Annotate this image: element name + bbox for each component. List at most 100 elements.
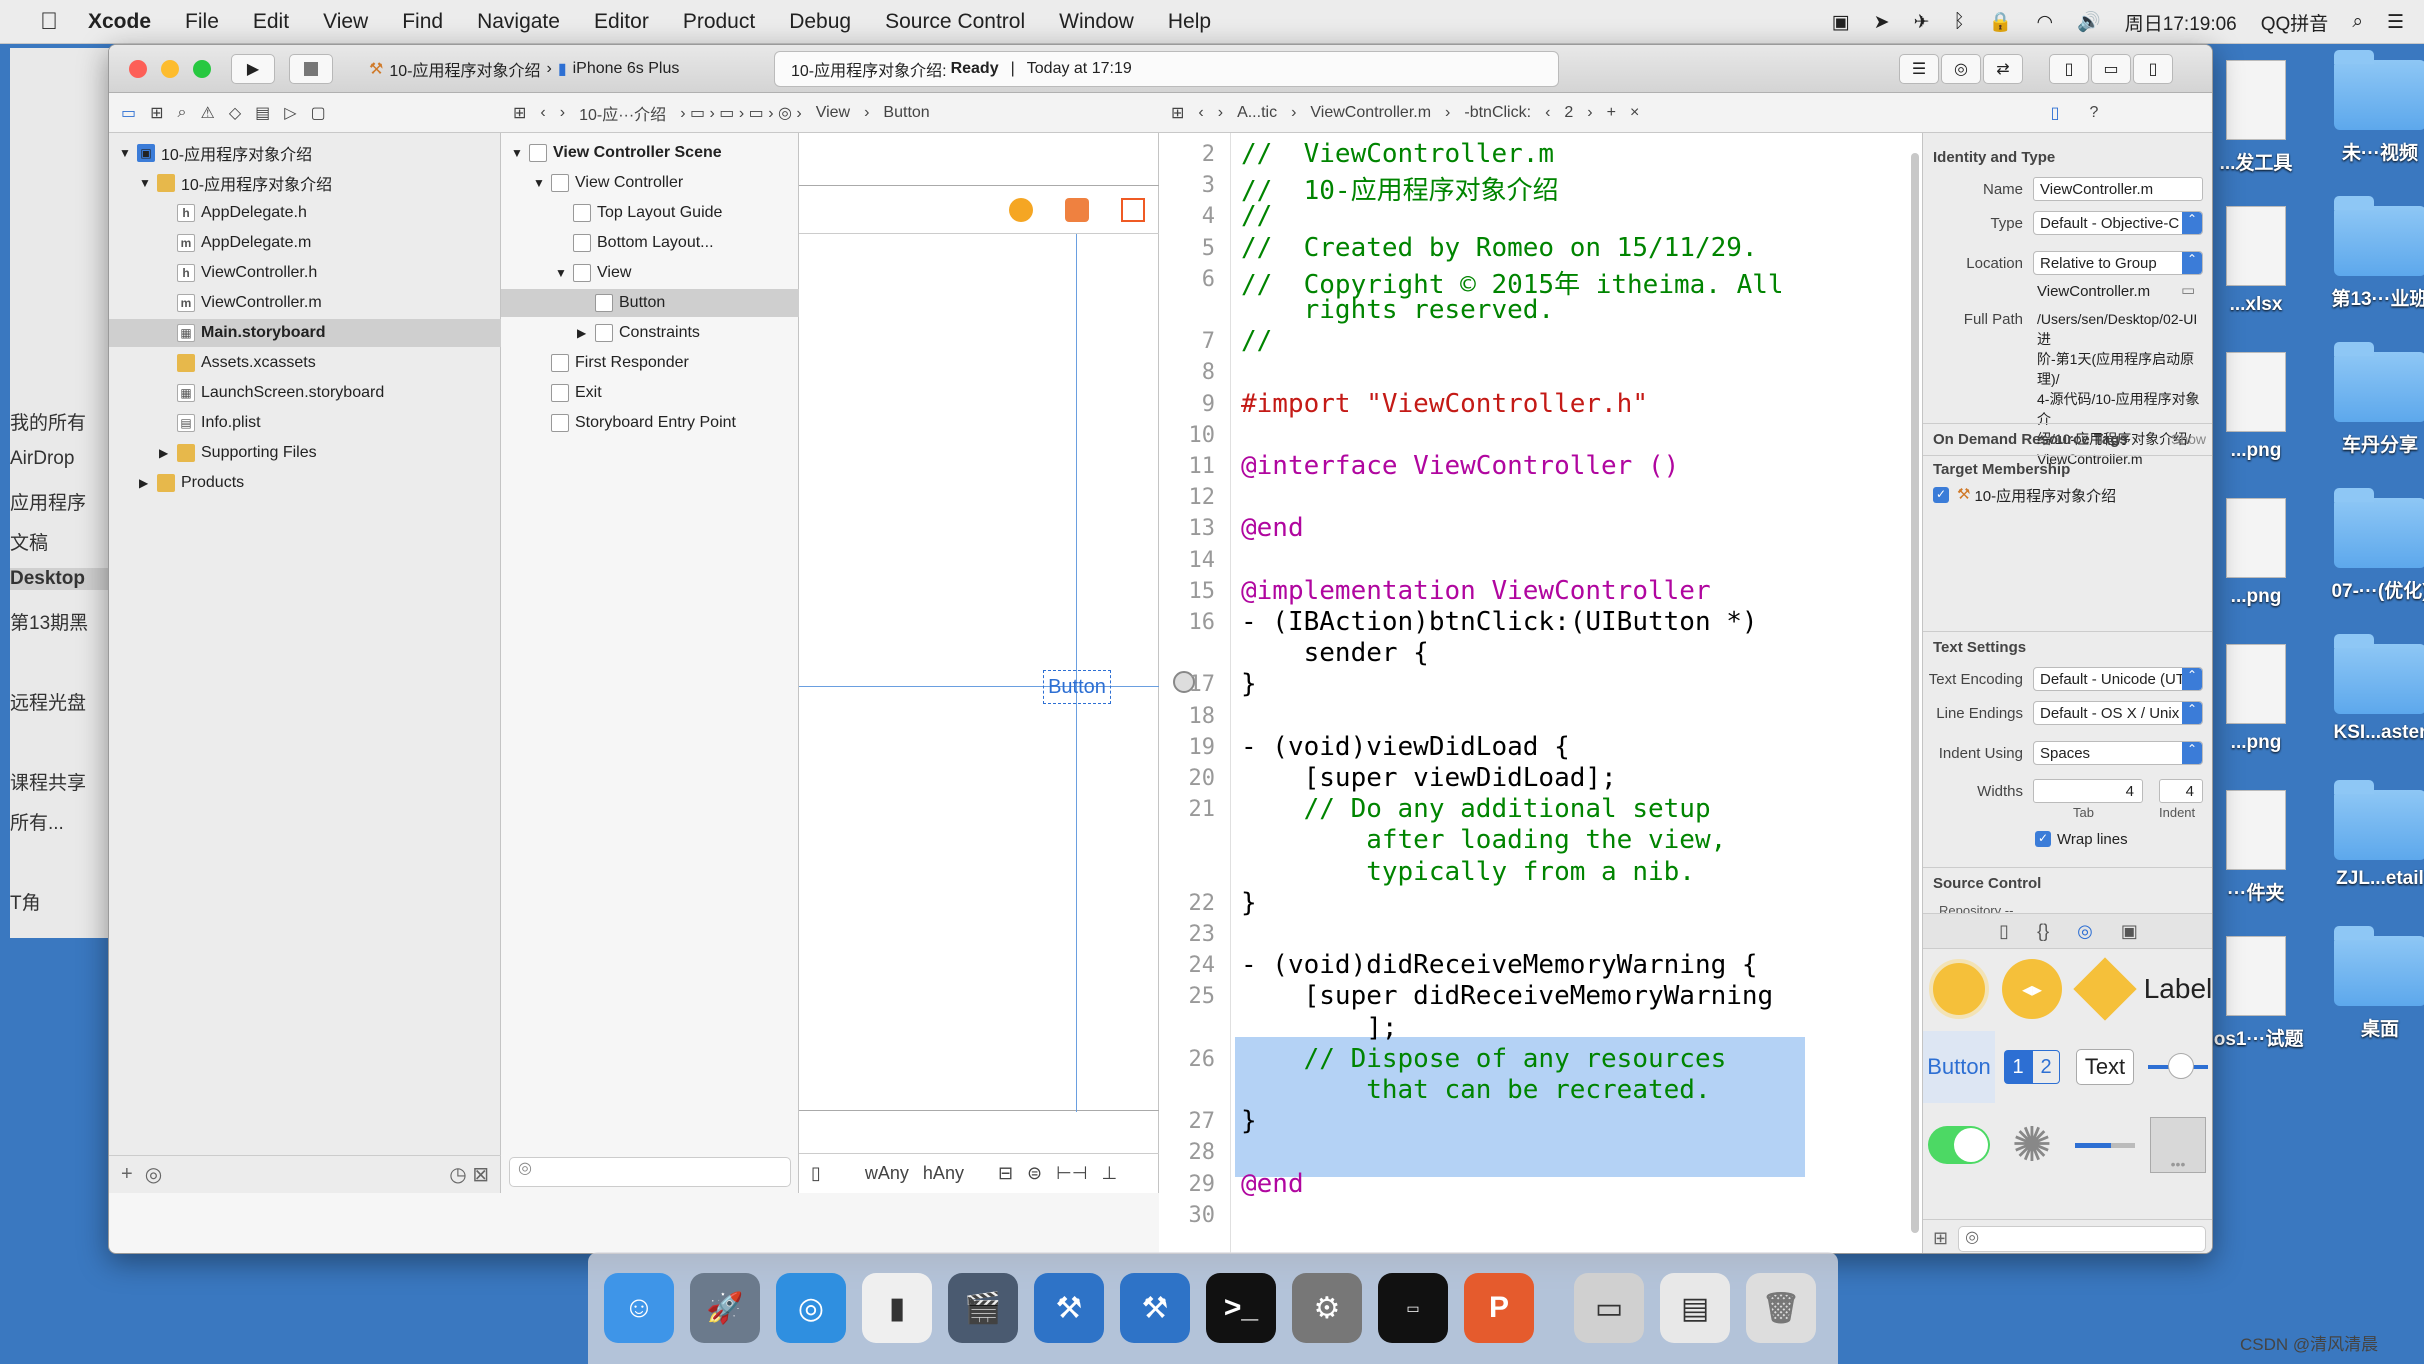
desktop-item[interactable]: ...png bbox=[2196, 352, 2316, 462]
menu-debug[interactable]: Debug bbox=[771, 9, 851, 33]
help-icon[interactable]: ? bbox=[2089, 103, 2099, 121]
media-library-icon[interactable]: ▣ bbox=[2120, 920, 2138, 941]
trash-icon[interactable]: 🗑 bbox=[1746, 1273, 1816, 1343]
lock-icon[interactable]: 🔒 bbox=[1988, 12, 2013, 33]
desktop-item[interactable]: ...png bbox=[2196, 644, 2316, 754]
outline-item[interactable]: ▼View Controller bbox=[501, 169, 799, 197]
code-line[interactable]: #import "ViewController.h" bbox=[1241, 388, 1648, 419]
odr-show-button[interactable]: Show bbox=[2171, 431, 2207, 447]
desktop-item[interactable]: ...xlsx bbox=[2196, 206, 2316, 316]
menu-edit[interactable]: Edit bbox=[234, 9, 289, 33]
finder-sidebar-item[interactable]: 课程共享 bbox=[10, 773, 87, 794]
presentation-icon[interactable]: P bbox=[1464, 1273, 1534, 1343]
exit-icon[interactable] bbox=[1121, 198, 1145, 222]
menu-find[interactable]: Find bbox=[384, 9, 443, 33]
file-inspector-icon[interactable]: ▯ bbox=[2050, 104, 2060, 122]
menu-app-name[interactable]: Xcode bbox=[70, 9, 151, 33]
launchpad-icon[interactable]: 🚀 bbox=[690, 1273, 760, 1343]
test-icon[interactable]: ◇ bbox=[228, 104, 242, 122]
jump-crumb-method[interactable]: -btnClick: bbox=[1464, 103, 1532, 121]
menu-source-control[interactable]: Source Control bbox=[867, 9, 1025, 33]
size-class-width[interactable]: wAny bbox=[864, 1163, 909, 1183]
list-icon[interactable]: ☰ bbox=[2386, 11, 2404, 33]
outline-item[interactable]: Exit bbox=[501, 379, 799, 407]
symbol-icon[interactable]: ⊞ bbox=[150, 104, 164, 122]
code-line[interactable]: // Do any additional setup bbox=[1241, 794, 1711, 825]
view-controller-icon[interactable] bbox=[1009, 198, 1033, 222]
location-icon[interactable]: ➤ bbox=[1873, 11, 1890, 33]
lib-object[interactable] bbox=[2069, 953, 2141, 1025]
outline-item[interactable]: ▶Constraints bbox=[501, 319, 799, 347]
line-endings-select[interactable]: Default - OS X / Unix (LF) bbox=[2033, 701, 2203, 725]
type-select[interactable]: Default - Objective-C So... bbox=[2033, 211, 2203, 235]
toggle-utilities-button[interactable]: ▯ bbox=[2133, 54, 2173, 84]
outline-toggle-icon[interactable]: ▯ bbox=[811, 1163, 821, 1183]
code-line[interactable]: @end bbox=[1241, 513, 1304, 544]
disclosure-icon[interactable]: ▼ bbox=[511, 146, 523, 160]
code-line[interactable]: // Dispose of any resources bbox=[1241, 1043, 1727, 1074]
outline-item[interactable]: Top Layout Guide bbox=[501, 199, 799, 227]
stack-icon[interactable]: ⊟ bbox=[997, 1163, 1014, 1183]
disclosure-icon[interactable]: ▼ bbox=[119, 146, 131, 160]
lib-slider[interactable] bbox=[2142, 1031, 2212, 1103]
outline-item[interactable]: First Responder bbox=[501, 349, 799, 377]
size-class-height[interactable]: hAny bbox=[922, 1163, 964, 1183]
lib-text-field[interactable]: Text bbox=[2069, 1031, 2141, 1103]
wifi-icon[interactable]: ◠ bbox=[2036, 11, 2054, 33]
finder-sidebar-item[interactable]: 远程光盘 bbox=[10, 693, 87, 714]
close-editor-icon[interactable]: × bbox=[1629, 103, 1640, 121]
code-line[interactable]: [super viewDidLoad]; bbox=[1241, 763, 1617, 793]
outline-item[interactable]: ▼View Controller Scene bbox=[501, 139, 799, 167]
code-line[interactable]: // bbox=[1241, 326, 1273, 357]
navigator-item[interactable]: ▦Main.storyboard bbox=[109, 319, 501, 347]
lib-progress-view[interactable] bbox=[2069, 1109, 2141, 1181]
navigator-item[interactable]: ▼▣10-应用程序对象介绍 bbox=[109, 139, 501, 167]
desktop-item[interactable]: ZJL...etail bbox=[2320, 780, 2424, 890]
toggle-navigator-button[interactable]: ▯ bbox=[2049, 54, 2089, 84]
finder-sidebar-item[interactable]: 所有... bbox=[10, 813, 64, 834]
code-line[interactable]: - (IBAction)btnClick:(UIButton *) bbox=[1241, 607, 1758, 637]
navigator-item[interactable]: ▼10-应用程序对象介绍 bbox=[109, 169, 501, 197]
back-icon[interactable]: ‹ bbox=[540, 103, 546, 121]
imovie-icon[interactable]: 🎬 bbox=[948, 1273, 1018, 1343]
menu-file[interactable]: File bbox=[167, 9, 219, 33]
instruments-icon[interactable]: ⚒ bbox=[1120, 1273, 1190, 1343]
jump-crumb-project[interactable]: 10-应···介绍 bbox=[579, 106, 667, 124]
resolve-icon[interactable]: ⊥ bbox=[1101, 1163, 1118, 1183]
prev-counterpart-icon[interactable]: ‹ bbox=[1545, 103, 1551, 121]
breakpoint-icon[interactable]: ▷ bbox=[284, 104, 297, 122]
assistant-editor-button[interactable]: ◎ bbox=[1941, 54, 1981, 84]
desktop-item[interactable]: 07-···(优化) bbox=[2320, 488, 2424, 603]
debug-icon[interactable]: ▤ bbox=[255, 104, 271, 122]
report-icon[interactable]: ▢ bbox=[310, 104, 326, 122]
disclosure-icon[interactable]: ▼ bbox=[533, 176, 545, 190]
grid-icon-2[interactable]: ⊞ bbox=[1171, 104, 1185, 122]
code-line[interactable]: @implementation ViewController bbox=[1241, 575, 1711, 606]
bluetooth-icon[interactable]: ᛒ bbox=[1953, 11, 1965, 32]
desktop-item[interactable]: 第13···业班 bbox=[2320, 196, 2424, 311]
safari-icon[interactable]: ◎ bbox=[776, 1273, 846, 1343]
scheme-selector[interactable]: ⚒ 10-应用程序对象介绍 › ▮ iPhone 6s Plus bbox=[369, 54, 679, 84]
scene-view[interactable]: Button bbox=[799, 185, 1159, 1112]
jump-crumb-automatic[interactable]: A...tic bbox=[1237, 103, 1278, 121]
outline-filter-field[interactable]: ◎ bbox=[509, 1157, 791, 1187]
menu-editor[interactable]: Editor bbox=[575, 9, 649, 33]
lib-label[interactable]: Label bbox=[2143, 973, 2213, 1004]
run-button[interactable]: ▶ bbox=[231, 54, 275, 84]
desktop-item[interactable]: 车丹分享 bbox=[2320, 342, 2424, 457]
desktop-item[interactable]: 未···视频 bbox=[2320, 50, 2424, 165]
disclosure-icon[interactable]: ▶ bbox=[139, 476, 149, 490]
desktop-item[interactable]: ...发工具 bbox=[2196, 60, 2316, 175]
airplane-icon[interactable]: ✈ bbox=[1913, 11, 1930, 33]
code-line[interactable]: ]; bbox=[1241, 1012, 1398, 1043]
code-line[interactable]: // Created by Romeo on 15/11/29. bbox=[1241, 232, 1758, 263]
finder-sidebar-item[interactable]: Desktop bbox=[10, 568, 116, 590]
menu-window[interactable]: Window bbox=[1041, 9, 1134, 33]
mouse-icon[interactable]: ▮ bbox=[862, 1273, 932, 1343]
finder-sidebar-item[interactable]: 我的所有 bbox=[10, 413, 87, 434]
lib-activity-indicator[interactable]: ✺ bbox=[1996, 1109, 2068, 1181]
finder-sidebar-item[interactable]: 第13期黑 bbox=[10, 613, 89, 634]
